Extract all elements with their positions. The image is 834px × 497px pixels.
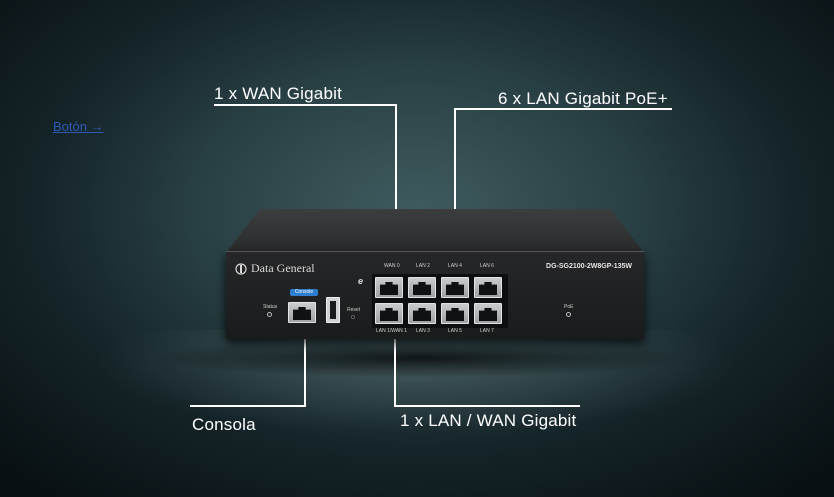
port-label-top-3: LAN 4: [448, 263, 462, 269]
port-label-bottom-2: LAN 3: [416, 328, 430, 334]
port-label-bottom-1: LAN 1/WAN 1: [376, 328, 407, 334]
callout-console-line-horizontal: [190, 405, 306, 407]
device-front-panel: Data General DG-SG2100-2W8GP-135W Status…: [226, 251, 644, 339]
ethernet-port-block: [372, 274, 508, 328]
ethernet-e-icon: e: [358, 276, 364, 286]
poe-label: PoE: [564, 304, 574, 310]
status-label: Status: [263, 304, 278, 310]
device-model: DG-SG2100-2W8GP-135W: [546, 263, 632, 270]
callout-consola: Consola: [192, 415, 256, 434]
callout-wan-line-vertical: [395, 104, 397, 251]
brand-name: Data General: [251, 261, 315, 275]
device-shadow: [150, 338, 690, 378]
port-label-bottom-4: LAN 7: [480, 328, 494, 334]
callout-lan-wan-line-horizontal: [394, 405, 580, 407]
port-label-bottom-3: LAN 5: [448, 328, 462, 334]
port-label-top-2: LAN 2: [416, 263, 430, 269]
port-lan7: [474, 303, 502, 324]
console-label-badge: Console: [290, 289, 318, 296]
port-label-top-1: WAN 0: [384, 263, 400, 269]
callout-lan-poe-line-vertical: [454, 108, 456, 251]
port-lan1-wan1: [375, 303, 403, 324]
device-brand: Data General: [235, 261, 315, 276]
callout-wan-gigabit: 1 x WAN Gigabit: [214, 84, 343, 103]
callout-lan-wan-line-vertical: [394, 338, 396, 407]
reset-label: Reset: [347, 307, 361, 313]
device-top-panel: [226, 209, 644, 253]
poe-led: [566, 312, 571, 317]
callout-lan-poe: 6 x LAN Gigabit PoE+: [498, 89, 668, 108]
port-lan3: [408, 303, 436, 324]
port-lan2: [408, 277, 436, 298]
callout-lan-wan: 1 x LAN / WAN Gigabit: [400, 411, 577, 430]
port-lan5: [441, 303, 469, 324]
callout-console-line-vertical: [304, 338, 306, 407]
port-label-top-4: LAN 6: [480, 263, 494, 269]
boton-link[interactable]: Botón →: [53, 119, 104, 134]
port-lan4: [441, 277, 469, 298]
status-led: [267, 312, 272, 317]
usb-icon: [326, 297, 340, 323]
callout-wan-line-horizontal: [214, 104, 397, 106]
console-port: [288, 302, 316, 323]
reset-button: [351, 315, 355, 319]
data-general-logo-icon: [235, 262, 247, 275]
port-lan6: [474, 277, 502, 298]
callout-lan-poe-line-horizontal: [454, 108, 672, 110]
port-wan0: [375, 277, 403, 298]
